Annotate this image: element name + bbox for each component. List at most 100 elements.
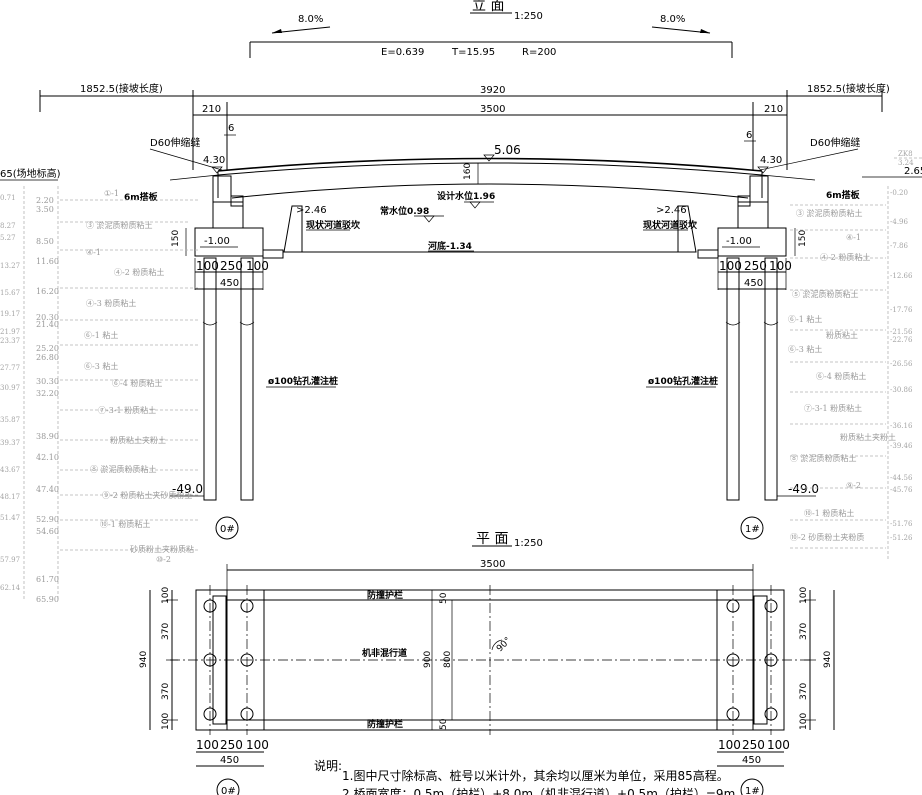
plan-cap-r-c: 100 [767,738,790,752]
bh-left-depth-a: 27.77 [0,364,20,372]
plan-abutment-left-cap [195,589,265,731]
bh-left-depth-b: 38.90 [36,432,59,441]
cap-depth-left: 150 [171,230,181,247]
plan-abutment-right-id: 1# [745,786,760,795]
plan-length: 3500 [480,559,505,570]
plan-abutment-right-cap [716,589,785,731]
bh-left-depth-b: 65.90 [36,595,59,604]
plan-pile [764,599,778,613]
road-level-right: 2.65 [904,166,922,177]
cap-depth-right: 150 [798,230,808,247]
normal-water-mark [423,215,435,223]
abutment-left-bearing [230,195,244,207]
abutment-right-id: 1# [745,524,760,535]
approach-slab-left: 6m搭板 [124,191,159,203]
plan-abutment-left-id-circle [216,778,240,795]
total-length-dim: 3920 [480,85,505,96]
approach-slab-right: 6m搭板 [826,189,861,201]
bh-left-layer: ⑧ 淤泥质粉质粘土 [90,464,157,474]
bh-left-layer: ⑦-3-1 粉质粘土 [98,405,156,415]
bh-left-depth-b: 61.70 [36,575,59,584]
bh-left-layer: ④-1 [86,248,101,257]
bh-left-depth-a: 8.27 [0,222,16,230]
bh-right-layer: ⑩-1 粉质粘土 [804,508,854,518]
bh-left-depth-a: 62.14 [0,584,21,592]
plan-pile [764,707,778,721]
deck-level-left: 4.30 [203,155,225,166]
river-section: 设计水位1.96 常水位0.98 >2.46 现状河道驳坎 >2.46 现状河道… [283,190,698,253]
curve-E: E=0.639 [381,47,424,58]
plan-scale: 1:250 [514,538,543,549]
plan-right-part-4: 100 [799,713,809,730]
plan-left-part-1: 100 [161,587,171,604]
abutment-left: 150 -1.00 100 250 100 450 ø100钻孔灌注桩 -49.… [170,175,338,540]
bh-left-depth-b: 25.20 [36,344,59,353]
plan-skew-angle: 90° [495,636,513,654]
plan-rail-bottom: 防撞护栏 [367,718,403,730]
bh-left-layer: 粉质粘土夹粉土 [110,435,166,445]
bh-right-depth: -0.20 [890,189,908,197]
plan-view: 平 面 1:250 3500 [139,531,835,795]
abutment-right-bearing [737,195,751,207]
borehole-left: 65(场地标高) 0.71 8.27 5.27 13.27 15.67 19.1… [0,167,200,604]
plan-abutment-left-wall [212,595,227,725]
bh-left-layer: ⑩-1 粉质粘土 [100,519,150,529]
bh-left-layer: ⑥-3 粘土 [84,361,118,371]
pile-right-1 [726,257,740,501]
bh-left-depth-b: 47.40 [36,485,59,494]
bh-right-depth: -22.76 [890,336,913,344]
bh-right-layer: ④-2 粉质粘土 [820,252,870,262]
beam-soffit-line [231,183,749,199]
beam-depth: 160 [463,163,473,180]
elevation-title: 立 面 [472,0,504,14]
bh-right-depth: -21.56 [890,328,913,336]
slope-right-arrowhead [700,29,710,33]
bank-note-right: 现状河道驳坎 [643,219,698,231]
bh-left-depth-b: 16.20 [36,287,59,296]
joint-right-label: D60伸缩缝 [810,136,860,149]
bh-left-depth-a: 13.27 [0,262,20,270]
cap-dim-l-c: 100 [246,259,269,273]
plan-cap-l-b: 250 [220,738,243,752]
crown-level: 5.06 [494,143,521,157]
curve-R: R=200 [522,47,556,58]
plan-left-part-3: 370 [161,683,171,700]
deck-top-line [217,157,763,172]
abutment-right: 150 -1.00 100 250 100 450 ø100钻孔灌注桩 -49.… [646,175,819,540]
bh-left-depth-a: 5.27 [0,234,16,242]
notes-line-1: 1.图中尺寸除标高、桩号以米计外，其余均以厘米为单位，采用85高程。 [342,768,729,783]
bh-left-depth-b: 42.10 [36,453,59,462]
plan-right-part-1: 100 [799,587,809,604]
superstructure: D60伸缩缝 D60伸缩缝 4.30 4.30 5.06 160 6m搭板 6m… [124,136,861,203]
notes-line-2: 2.桥面宽度：0.5m（护栏）+8.0m（机非混行道）+0.5m（护栏）=9m [342,786,735,795]
joint-left-label: D60伸缩缝 [150,136,200,149]
plan-pile [726,707,740,721]
plan-cap-total-right: 450 [742,755,761,766]
bh-left-layer: ④-3 粉质粘土 [86,298,136,308]
bh-left-layer: ④-2 粉质粘土 [114,267,164,277]
cap-dim-l-b: 250 [220,259,243,273]
plan-inner-width: 900 [423,651,433,668]
plan-pile [240,653,254,667]
bh-left-depth-b: 20.30 [36,313,59,322]
borehole-right-strata [790,204,886,549]
cap-dim-r-a: 100 [719,259,742,273]
bh-right-depth: -17.76 [890,306,913,314]
bh-right-layer: ⑥-1 粘土 [788,314,822,324]
plan-side-dim-top: 50 [439,592,449,604]
design-water-mark [469,201,481,209]
abutment-right-backwall [749,175,769,203]
plan-abutment-right-wall [753,595,768,725]
slope-left-label: 8.0% [298,14,323,25]
deck-level-right-mark [757,166,769,174]
plan-pile [203,653,217,667]
bh-left-depth-b: 54.60 [36,527,59,536]
drawing-notes: 说明: 1.图中尺寸除标高、桩号以米计外，其余均以厘米为单位，采用85高程。 2… [314,758,735,795]
approach-right-dim: 1852.5(接坡长度) [807,82,890,95]
plan-cap-total-left: 450 [220,755,239,766]
plan-skew-arc [491,639,503,651]
curve-T: T=15.95 [451,47,495,58]
elevation-scale: 1:250 [514,11,543,22]
bh-left-depth-b: 11.60 [36,257,59,266]
bh-left-depth-a: 51.47 [0,514,20,522]
